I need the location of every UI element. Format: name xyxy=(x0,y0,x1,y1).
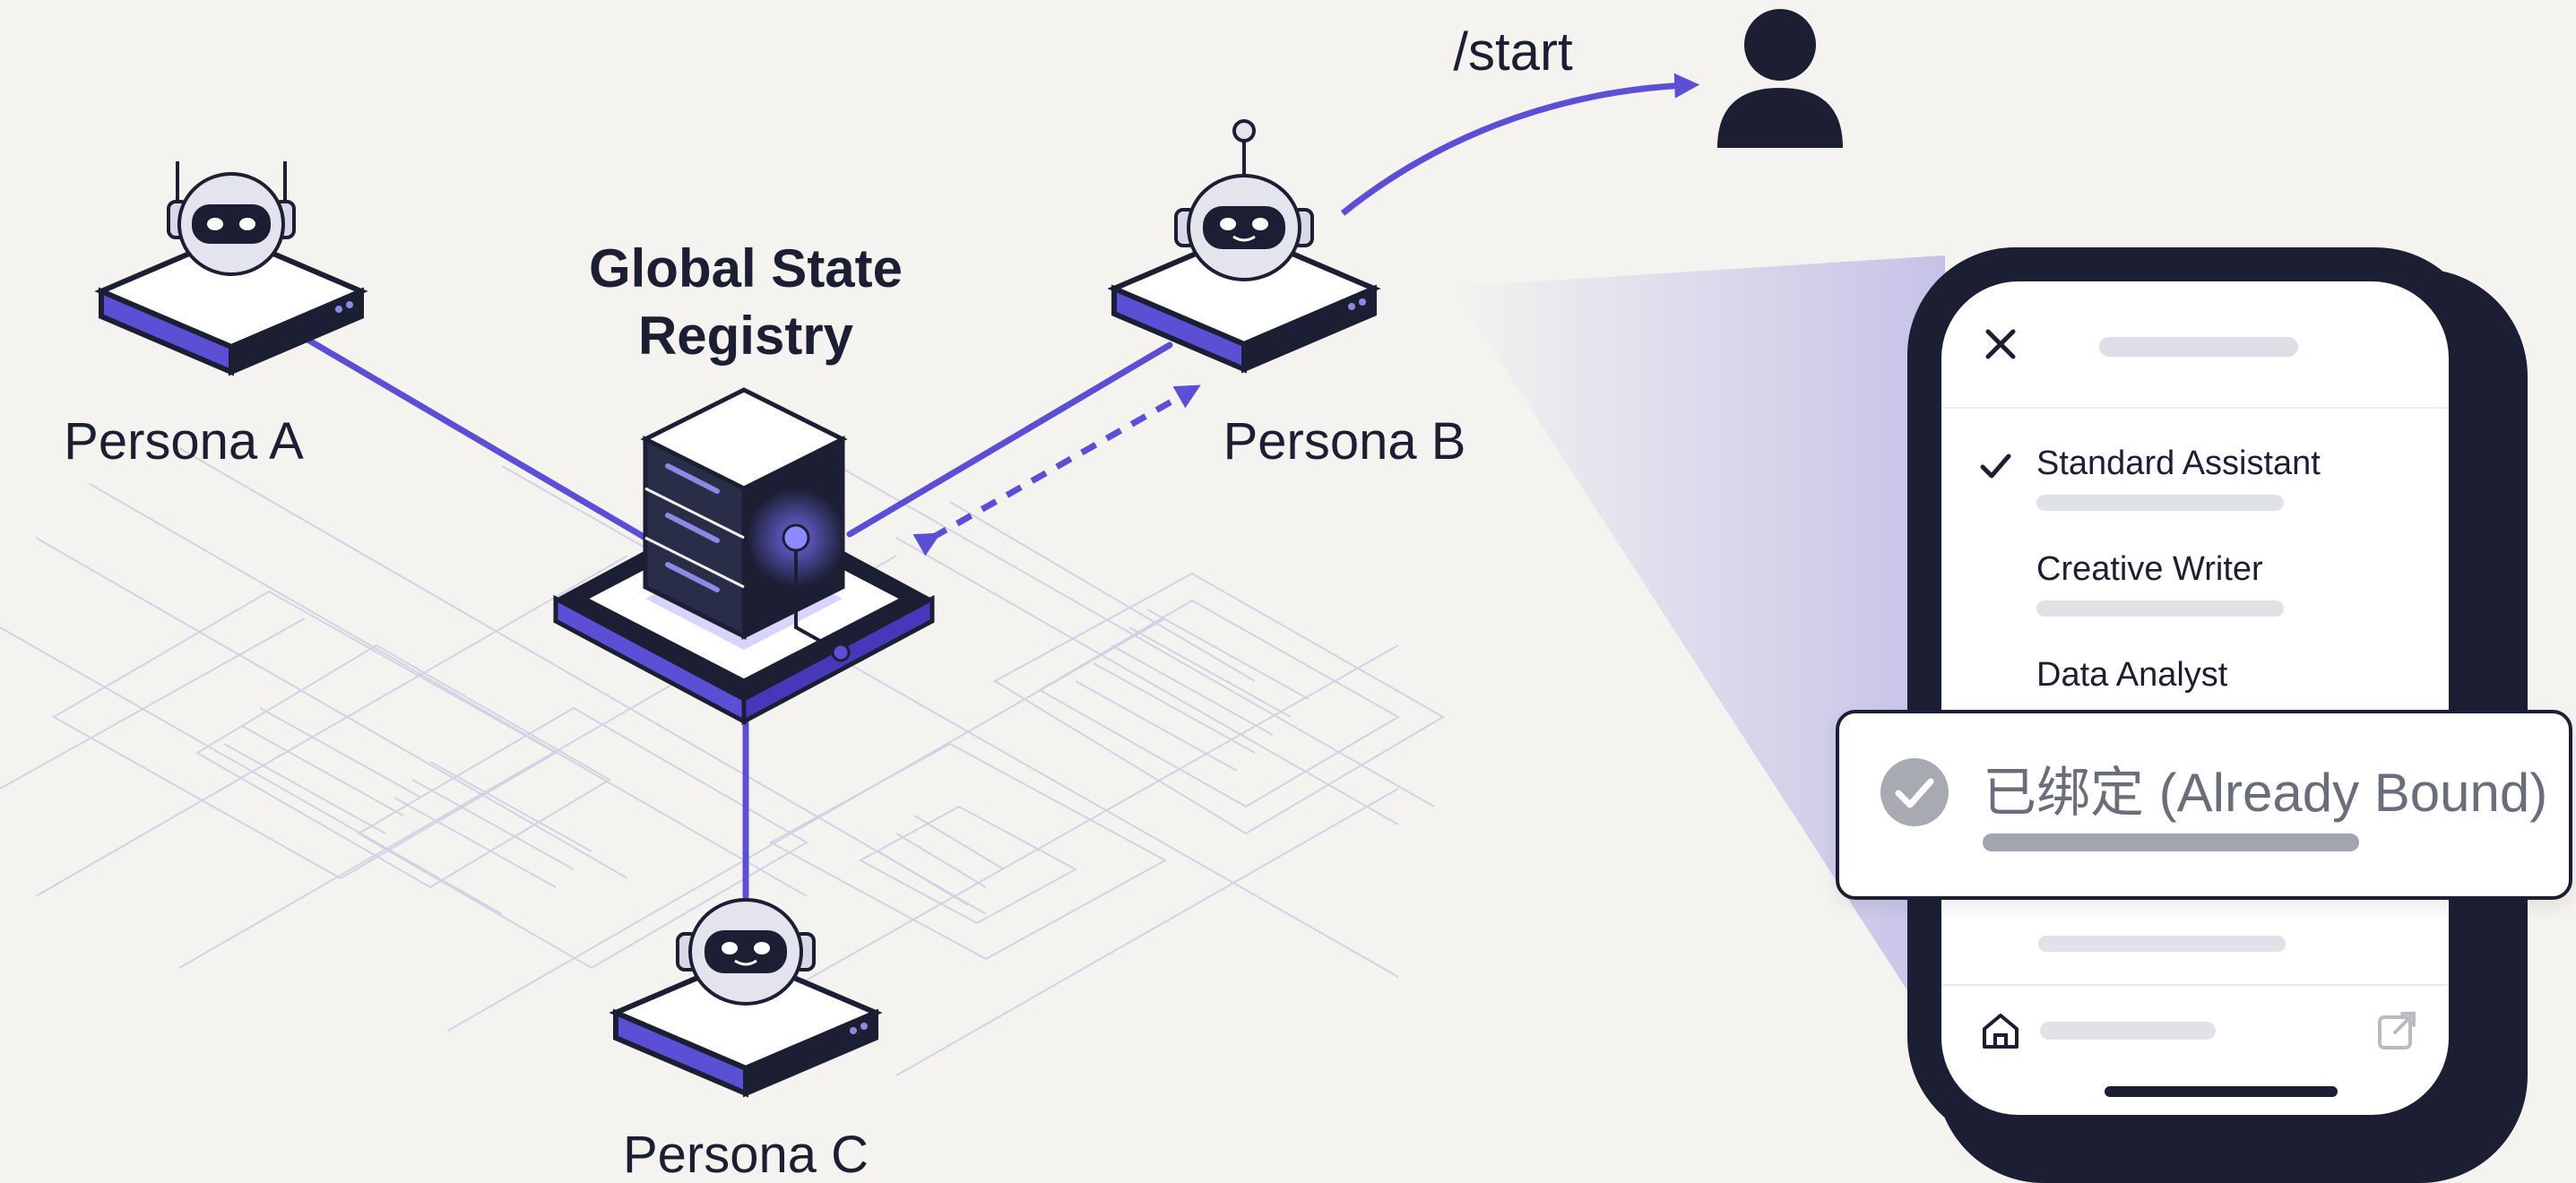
toast-placeholder-bar xyxy=(1983,833,2359,851)
close-icon[interactable] xyxy=(1981,324,2020,364)
menu-item-label: Standard Assistant xyxy=(2036,445,2321,482)
bound-status-text: 已绑定 (Already Bound) xyxy=(1983,763,2548,823)
list-placeholder-bar xyxy=(2038,936,2286,952)
persona-a-node xyxy=(94,161,368,376)
persona-a-base xyxy=(94,232,368,376)
start-arrow xyxy=(1340,73,1700,216)
robot-icon xyxy=(1174,119,1314,281)
registry-server xyxy=(553,387,935,726)
registry-title-line2: Registry xyxy=(638,306,854,366)
menu-item-data-analyst[interactable]: Data Analyst xyxy=(1977,647,2407,737)
home-indicator xyxy=(2105,1086,2338,1097)
persona-c-base xyxy=(609,954,883,1098)
menu-item-label: Data Analyst xyxy=(2036,656,2228,694)
menu-item-subtitle-bar xyxy=(2036,495,2284,511)
registry-title-line1: Global State xyxy=(589,238,903,298)
menu-item-subtitle-bar xyxy=(2036,600,2284,617)
link-persona-b xyxy=(846,341,1173,538)
persona-b-label: Persona B xyxy=(1223,412,1466,471)
robot-icon xyxy=(167,161,296,276)
user-icon xyxy=(1717,9,1843,148)
footer-divider xyxy=(1941,984,2449,986)
persona-b-base xyxy=(1107,229,1381,374)
home-icon[interactable] xyxy=(1977,1007,2024,1054)
persona-c-label: Persona C xyxy=(623,1126,869,1183)
robot-icon xyxy=(676,898,816,1006)
focus-beam xyxy=(1452,255,1945,1049)
menu-item-standard-assistant[interactable]: Standard Assistant xyxy=(1977,436,2407,525)
external-link-icon[interactable] xyxy=(2373,1007,2420,1054)
already-bound-toast: 已绑定 (Already Bound) xyxy=(1836,710,2572,900)
header-divider xyxy=(1941,407,2449,409)
persona-c-node xyxy=(609,898,883,1098)
persona-a-label: Persona A xyxy=(64,412,304,471)
persona-b-node xyxy=(1107,119,1381,374)
phone-screen: Standard Assistant Creative Writer Data … xyxy=(1941,281,2449,1115)
sync-arrow xyxy=(912,384,1201,557)
menu-item-creative-writer[interactable]: Creative Writer xyxy=(1977,541,2407,631)
start-command-label: /start xyxy=(1453,22,1573,82)
footer-placeholder-bar xyxy=(2040,1022,2216,1040)
link-persona-a xyxy=(306,337,649,541)
title-placeholder-bar xyxy=(2099,337,2298,357)
check-circle-icon xyxy=(1880,758,1949,826)
checkmark-icon xyxy=(1980,453,2011,479)
menu-item-label: Creative Writer xyxy=(2036,550,2263,588)
